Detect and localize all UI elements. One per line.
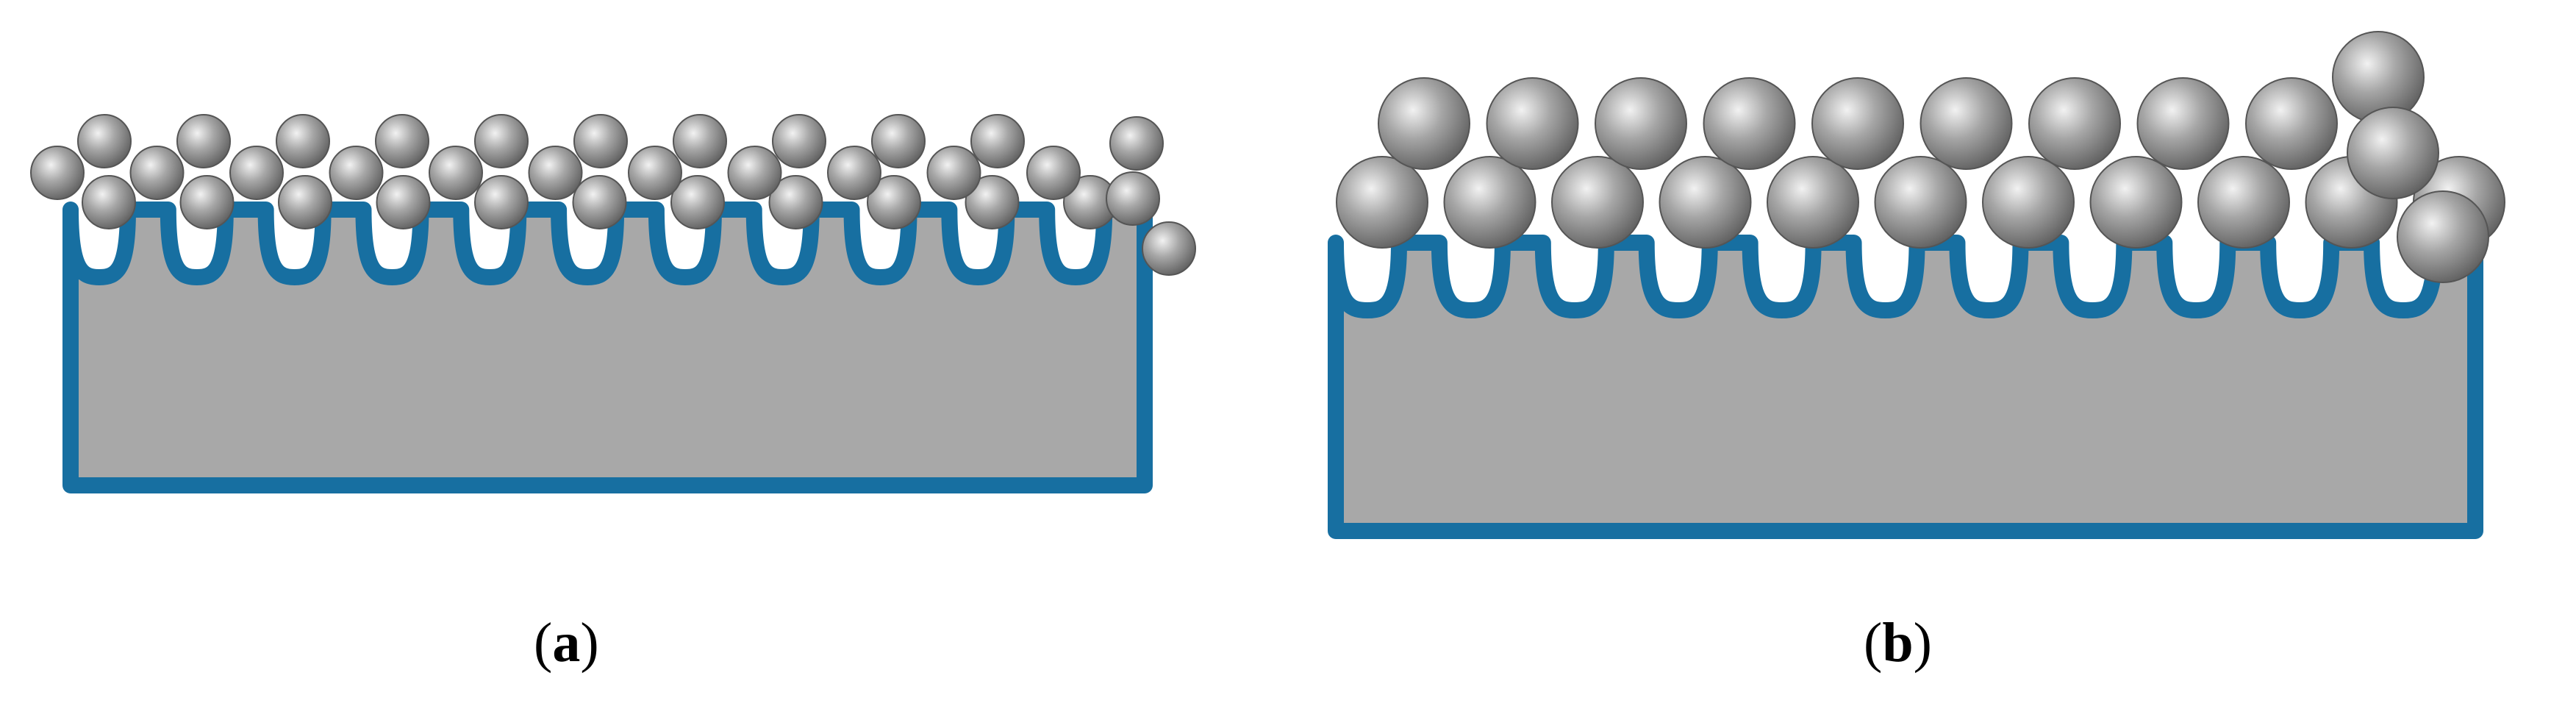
panel-a-particle xyxy=(179,175,235,229)
panel-b-particle xyxy=(1767,156,1859,249)
panel-a-particle xyxy=(871,114,926,168)
panel-a-particle xyxy=(727,146,782,200)
panel-a-particle xyxy=(772,114,826,168)
particles-a xyxy=(30,114,1196,276)
panel-a-particle xyxy=(176,114,231,168)
panel-a-particle xyxy=(673,114,727,168)
panel-a-particle xyxy=(229,146,284,200)
panel-a-particle xyxy=(827,146,881,200)
panel-b-particle xyxy=(1874,156,1967,249)
panel-b-diagram xyxy=(1328,31,2505,539)
panel-a-particle xyxy=(1109,116,1164,171)
panel-a-particle xyxy=(375,114,429,168)
panel-a-particle xyxy=(1106,171,1160,226)
panel-b-particle xyxy=(1659,156,1752,249)
panel-a-particle xyxy=(528,146,583,200)
panel-b-particle xyxy=(2197,156,2290,249)
panel-a-particle xyxy=(376,175,431,229)
panel-a-particle xyxy=(329,146,384,200)
panel-a-particle xyxy=(276,114,330,168)
panel-a-particle xyxy=(429,146,483,200)
panel-a-diagram xyxy=(30,114,1196,493)
panel-a-particle xyxy=(628,146,682,200)
panel-b-particle xyxy=(1595,77,1687,170)
panel-a-particle xyxy=(926,146,981,200)
panel-b-particle xyxy=(2245,77,2338,170)
substrate-b xyxy=(1328,235,2483,539)
panel-a-particle xyxy=(867,175,921,229)
panel-a-particle xyxy=(970,114,1025,168)
caption-b: (b) xyxy=(1864,612,1932,674)
panel-b-particle xyxy=(1920,77,2013,170)
panel-b-particle xyxy=(1703,77,1796,170)
panel-a-particle xyxy=(474,175,529,229)
panel-a-particle xyxy=(572,175,627,229)
panel-a-particle xyxy=(1142,221,1196,276)
panel-a-particle xyxy=(1026,146,1081,200)
panel-b-particle xyxy=(1982,156,2075,249)
panel-a-particle xyxy=(768,175,823,229)
panel-b-particle xyxy=(2028,77,2121,170)
panel-a-particle xyxy=(77,114,132,168)
panel-b-particle xyxy=(2347,107,2439,199)
caption-a: (a) xyxy=(534,612,599,674)
panel-a-particle xyxy=(670,175,725,229)
panel-a-particle xyxy=(474,114,529,168)
panel-b-particle xyxy=(1443,156,1536,249)
panel-b-particle xyxy=(1336,156,1428,249)
panel-a-particle xyxy=(129,146,185,200)
panel-b-particle xyxy=(2397,190,2489,283)
panel-a-particle xyxy=(30,146,85,200)
particles-b xyxy=(1336,31,2505,283)
panel-b-particle xyxy=(1551,156,1644,249)
substrate-a xyxy=(62,202,1153,493)
panel-b-particle xyxy=(2136,77,2230,170)
panel-a-particle xyxy=(965,175,1020,229)
panel-b-particle xyxy=(2089,156,2183,249)
panel-b-particle xyxy=(1811,77,1904,170)
panel-b-particle xyxy=(1378,77,1470,170)
panel-a-particle xyxy=(278,175,332,229)
panel-a-particle xyxy=(82,175,136,229)
panel-b-particle xyxy=(1486,77,1579,170)
panel-a-particle xyxy=(573,114,628,168)
